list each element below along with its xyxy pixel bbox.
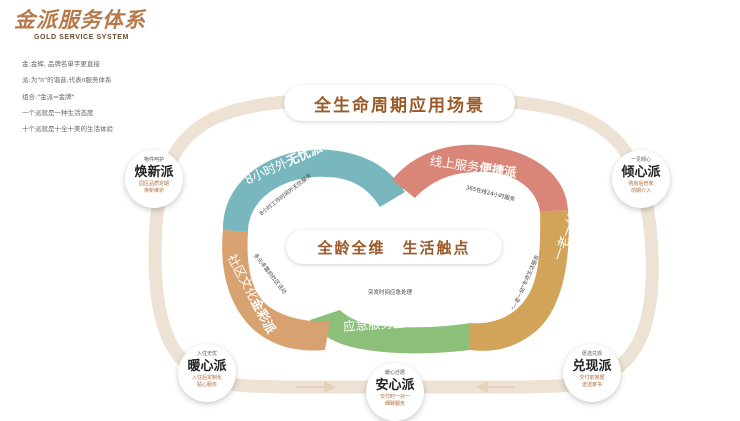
brand-header: 金派服务体系 GOLD SERVICE SYSTEM [14, 7, 146, 42]
node-tag: 暖心迁居 [384, 370, 405, 376]
outer-track-left [148, 95, 292, 394]
node-qingxin: 一见倾心 倾心派 购房后管家 前期介入 [612, 150, 670, 208]
node-desc: 焕新维护 [143, 187, 164, 194]
node-desc: 前期介入 [630, 187, 651, 194]
node-desc: 细致服务 [384, 400, 405, 407]
note-line: 十个派就是十全十美的生活体验 [22, 125, 113, 134]
outer-track-right [505, 95, 659, 394]
node-desc: 贴心服务 [196, 381, 217, 388]
brand-logo-title: 金派服务体系 [14, 7, 146, 32]
segment-jianshou [310, 310, 470, 354]
node-tag: 一见倾心 [630, 157, 651, 163]
node-name: 倾心派 [621, 165, 661, 180]
segment-wennuan [470, 210, 569, 351]
node-desc: 购房后管家 [628, 181, 654, 187]
segment-bianjie [392, 144, 568, 212]
node-tag: 愿选兑现 [581, 351, 602, 357]
node-huanxin: 物件呵护 焕新派 园区品质定期 焕新维护 [125, 150, 183, 208]
node-anxin: 暖心迁居 安心派 交付时一对一 细致服务 [366, 363, 424, 421]
segment-label-pre: 应急服务 [342, 315, 394, 334]
segment-jincai [222, 230, 330, 351]
center-pill: 全龄全维 生活触点 [286, 230, 502, 264]
brand-logo-subtitle: GOLD SERVICE SYSTEM [34, 34, 129, 41]
node-name: 兑现派 [572, 359, 612, 374]
node-desc: 送送家书 [581, 381, 602, 388]
note-line: 派:为"π"的谐音,代表π服务体系 [22, 76, 112, 85]
note-line: 金:金辉, 品牌名单字更直接 [22, 60, 100, 68]
node-tag: 入住无忧 [196, 351, 217, 357]
node-name: 暖心派 [187, 359, 227, 374]
note-line: 一个派就是一种生活态度 [22, 108, 94, 117]
node-name: 安心派 [375, 378, 415, 393]
segment-wuyou [222, 149, 405, 232]
top-pill: 全生命周期应用场景 [284, 85, 515, 121]
node-duixian: 愿选兑现 兑现派 交付前家居 送送家书 [563, 344, 621, 402]
note-line: 组合:"金派=金牌" [22, 92, 75, 101]
node-nuanxin: 入住无忧 暖心派 入住后定制化 贴心服务 [178, 344, 236, 402]
brand-notes: 金:金辉, 品牌名单字更直接 派:为"π"的谐音,代表π服务体系 组合:"金派=… [22, 56, 113, 137]
node-tag: 物件呵护 [143, 157, 164, 163]
node-name: 焕新派 [134, 165, 174, 180]
node-desc: 交付前家居 [579, 375, 605, 381]
node-desc: 园区品质定期 [138, 181, 169, 187]
node-desc: 交付时一对一 [379, 394, 410, 400]
segment-sub-jianshou: 突发时间应急处理 [368, 290, 413, 296]
segment-label-bold: 坚守派 [392, 312, 431, 331]
node-desc: 入住后定制化 [191, 375, 222, 381]
